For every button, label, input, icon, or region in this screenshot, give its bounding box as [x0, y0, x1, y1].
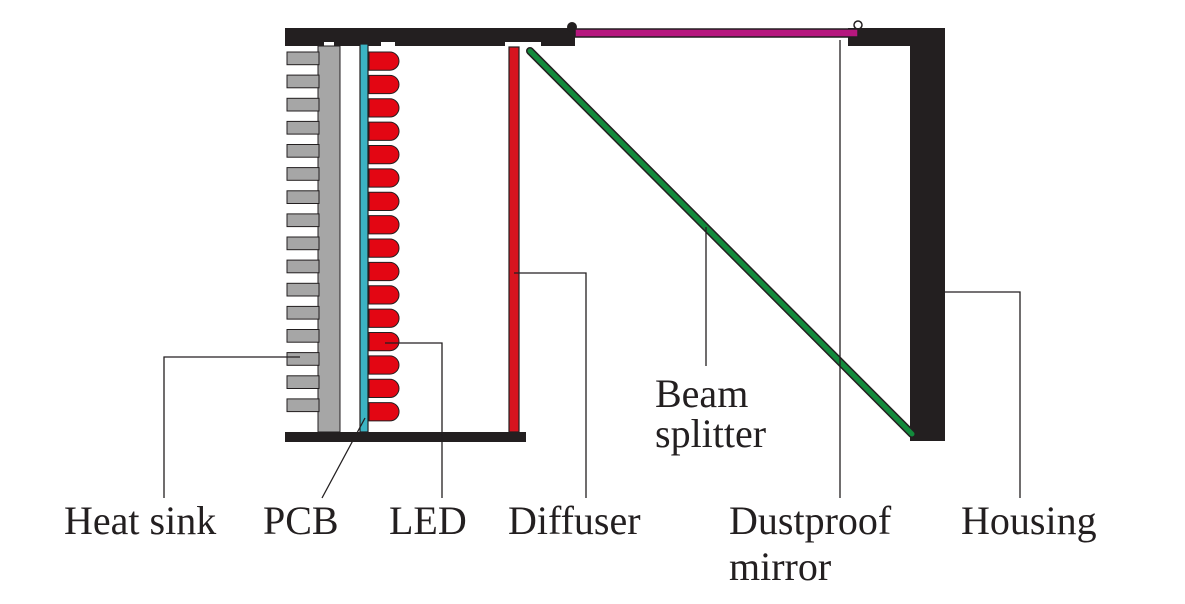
leader-diffuser [514, 272, 587, 498]
label-diffuser: Diffuser [508, 498, 641, 543]
heat-sink-fin [286, 259, 320, 274]
heat-sink-fin [286, 74, 320, 89]
label-dustproof-line1: Dustproof [729, 498, 892, 543]
label-beam-splitter-line1: Beam [655, 371, 748, 416]
heat-sink-body [317, 45, 341, 433]
leader-housing [945, 291, 1021, 498]
led [368, 238, 400, 258]
heat-sink-fin [286, 167, 320, 181]
heat-sink-fin [286, 120, 320, 135]
leader-pcb [321, 417, 366, 499]
heat-sink-fin [286, 398, 320, 413]
label-dustproof-line2: mirror [729, 544, 831, 589]
label-beam-splitter-line2: splitter [655, 411, 766, 456]
label-pcb: PCB [263, 498, 339, 543]
heat-sink-fin [286, 352, 320, 366]
heat-sink-fin [286, 213, 320, 228]
housing-notch-left [324, 42, 334, 48]
led [368, 378, 400, 398]
heat-sink-fin [286, 190, 320, 205]
housing-bottom [285, 432, 526, 442]
dustproof-mirror [574, 28, 859, 38]
housing-notch-mid [381, 42, 395, 48]
led [368, 402, 400, 422]
housing-notch-right [505, 42, 541, 48]
label-housing: Housing [961, 498, 1097, 543]
led [368, 74, 400, 95]
led [368, 145, 400, 165]
led [368, 308, 400, 328]
led [368, 355, 400, 375]
heat-sink-fin [286, 305, 320, 320]
led [368, 168, 400, 188]
led [368, 121, 400, 141]
led [368, 98, 400, 118]
heat-sink-fin [286, 236, 320, 251]
heat-sink-fin [286, 97, 320, 112]
housing-right-wall [910, 28, 945, 441]
beam-splitter-fill [527, 48, 915, 437]
leader-led [385, 342, 443, 498]
led [368, 215, 400, 235]
pcb [359, 43, 369, 433]
led [368, 285, 400, 305]
heat-sink-fin [286, 144, 320, 158]
led [368, 51, 400, 71]
heat-sink-fin [286, 51, 320, 66]
heat-sink-fin [286, 282, 320, 297]
led [368, 332, 400, 352]
label-led: LED [389, 498, 467, 543]
housing [285, 20, 945, 442]
heat-sink [286, 45, 341, 433]
housing-clip-right [853, 20, 863, 30]
label-heat-sink: Heat sink [64, 498, 216, 543]
heat-sink-fin [286, 375, 320, 389]
leader-heat-sink [163, 356, 300, 498]
led-array [368, 51, 400, 422]
housing-top-left [285, 28, 575, 46]
led [368, 261, 400, 282]
diffuser [508, 46, 520, 433]
led [368, 191, 400, 211]
heat-sink-fin [286, 329, 320, 343]
